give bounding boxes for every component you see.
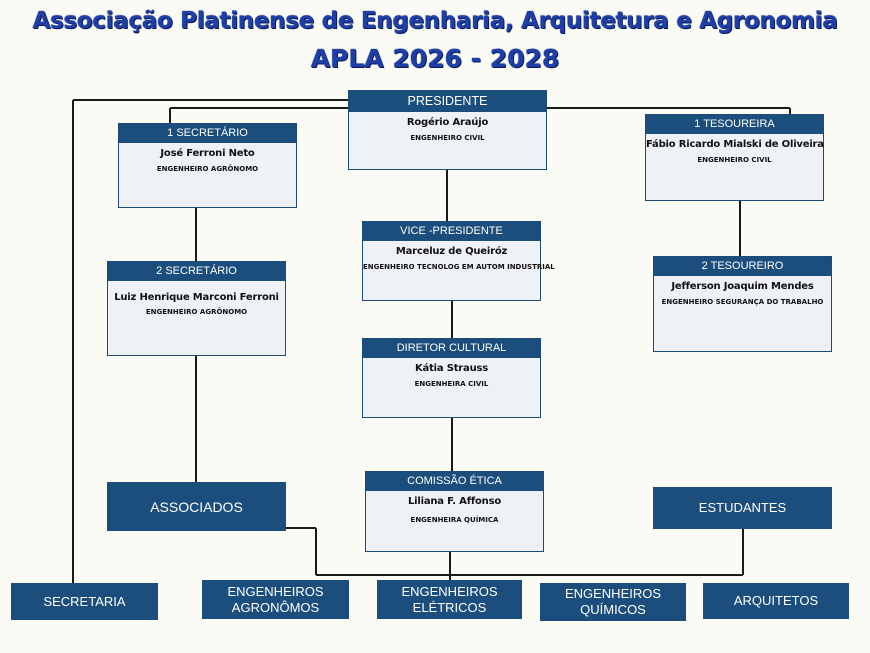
treasurer1-name: Fábio Ricardo Mialski de Oliveira [646,139,824,150]
agronomists-label-line1: ENGENHEIROS [227,583,324,599]
vice-president-name: Marceluz de Queiróz [395,246,508,257]
ethics-card: COMISSÃO ÉTICA Liliana F. Affonso ENGENH… [365,471,544,552]
electrical-label-line2: ELÉTRICOS [412,599,487,615]
treasurer2-role: 2 TESOUREIRO [654,257,831,276]
president-profession: ENGENHEIRO CIVIL [410,134,485,142]
students-label: ESTUDANTES [698,500,787,515]
chemical-label-line1: ENGENHEIROS [564,586,662,601]
ethics-name: Liliana F. Affonso [407,496,502,507]
cultural-director-name: Kátia Strauss [414,363,489,374]
agronomists-label-line2: AGRONÔMOS [231,599,320,615]
header-subtitle: APLA 2026 - 2028 [310,44,560,73]
architects-box: ARQUITETOS [703,583,849,619]
president-name: Rogério Araújo [406,117,489,128]
chemical-label-line2: QUÍMICOS [580,602,646,617]
cultural-director-card: DIRETOR CULTURAL Kátia Strauss ENGENHEIR… [362,338,541,418]
associates-label: ASSOCIADOS [150,498,243,515]
agronomists-box: ENGENHEIROS AGRONÔMOS [202,580,349,619]
treasurer2-profession: ENGENHEIRO SEGURANÇA DO TRABALHO [661,298,824,306]
cultural-director-profession: ENGENHEIRA CIVIL [414,380,489,388]
vice-president-profession: ENGENHEIRO TECNOLOG EM AUTOM INDUSTRIAL [363,263,555,271]
secretary2-name: Luiz Henrique Marconi Ferroni [114,292,279,303]
secretary1-profession: ENGENHEIRO AGRÔNOMO [156,165,259,173]
electrical-box: ENGENHEIROS ELÉTRICOS [377,580,522,619]
secretary1-card: 1 SECRETÁRIO José Ferroni Neto ENGENHEIR… [118,123,297,208]
secretariat-box: SECRETARIA [11,583,158,620]
architects-label: ARQUITETOS [733,593,819,608]
vice-president-card: VICE -PRESIDENTE Marceluz de Queiróz ENG… [362,221,555,301]
treasurer2-card: 2 TESOUREIRO Jefferson Joaquim Mendes EN… [653,256,832,352]
president-role: PRESIDENTE [349,91,546,112]
treasurer2-name: Jefferson Joaquim Mendes [671,281,814,292]
secretary2-card: 2 SECRETÁRIO Luiz Henrique Marconi Ferro… [107,261,286,356]
electrical-label-line1: ENGENHEIROS [401,583,498,599]
secretariat-label: SECRETARIA [43,593,126,609]
vice-president-role: VICE -PRESIDENTE [363,222,540,241]
president-card: PRESIDENTE Rogério Araújo ENGENHEIRO CIV… [348,90,547,170]
treasurer1-profession: ENGENHEIRO CIVIL [697,156,772,164]
secretary1-name: José Ferroni Neto [160,148,255,159]
secretary1-role: 1 SECRETÁRIO [119,124,296,143]
treasurer1-card: 1 TESOUREIRA Fábio Ricardo Mialski de Ol… [645,114,824,201]
ethics-profession: ENGENHEIRA QUÍMICA [410,516,499,524]
associates-box: ASSOCIADOS [107,482,286,531]
header-title: Associação Platinense de Engenharia, Arq… [32,8,838,34]
treasurer1-role: 1 TESOUREIRA [646,115,823,134]
chemical-box: ENGENHEIROS QUÍMICOS [540,583,686,621]
secretary2-role: 2 SECRETÁRIO [108,262,285,281]
ethics-role: COMISSÃO ÉTICA [366,472,543,491]
secretary2-profession: ENGENHEIRO AGRÔNOMO [145,308,248,316]
cultural-director-role: DIRETOR CULTURAL [363,339,540,358]
students-box: ESTUDANTES [653,487,832,529]
